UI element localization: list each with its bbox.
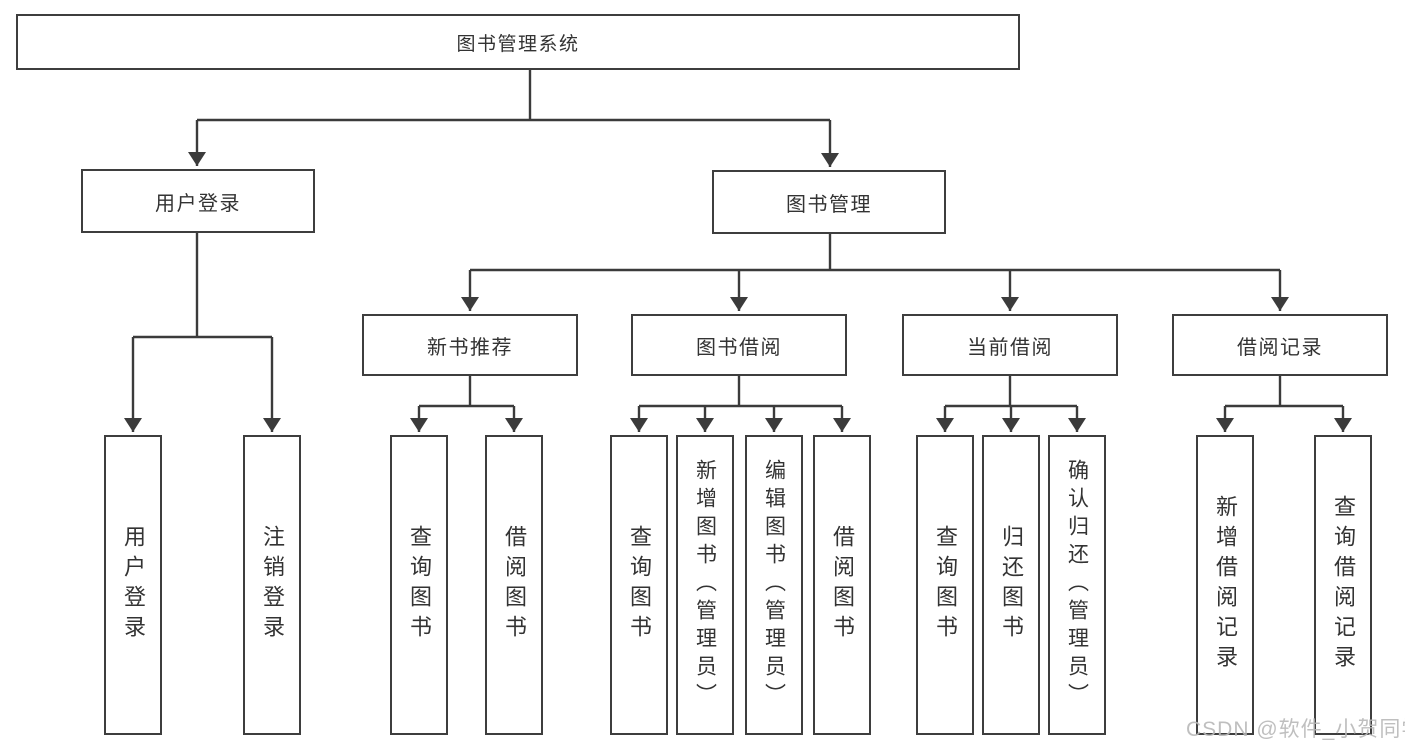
leaf-add-borrow-record: 新增借阅记录	[1196, 435, 1254, 735]
leaf-user-login: 用户登录	[104, 435, 162, 735]
leaf-label: 编辑图书（管理员）	[762, 459, 786, 711]
node-book-management: 图书管理	[712, 170, 946, 234]
leaf-query-books-3: 查询图书	[916, 435, 974, 735]
leaf-label: 归还图书	[999, 525, 1024, 645]
leaf-label: 查询图书	[933, 525, 958, 645]
leaf-query-books-2: 查询图书	[610, 435, 668, 735]
leaf-label: 查询图书	[627, 525, 652, 645]
leaf-query-books: 查询图书	[390, 435, 448, 735]
node-book-borrowing: 图书借阅	[631, 314, 847, 376]
leaf-edit-book-admin: 编辑图书（管理员）	[745, 435, 803, 735]
node-label: 新书推荐	[427, 336, 513, 359]
node-label: 借阅记录	[1237, 336, 1323, 359]
leaf-borrow-books: 借阅图书	[485, 435, 543, 735]
node-label: 图书管理系统	[456, 33, 580, 55]
leaf-label: 查询借阅记录	[1331, 495, 1356, 675]
node-borrowing-records: 借阅记录	[1172, 314, 1388, 376]
node-label: 用户登录	[155, 192, 241, 215]
csdn-watermark: CSDN @软件_小贺同学	[1186, 718, 1405, 741]
node-current-borrowing: 当前借阅	[902, 314, 1118, 376]
leaf-return-books: 归还图书	[982, 435, 1040, 735]
leaf-label: 查询图书	[407, 525, 432, 645]
node-label: 图书借阅	[696, 336, 782, 359]
leaf-logout: 注销登录	[243, 435, 301, 735]
leaf-label: 借阅图书	[830, 525, 855, 645]
leaf-label: 借阅图书	[502, 525, 527, 645]
leaf-label: 注销登录	[260, 525, 285, 645]
leaf-confirm-return-admin: 确认归还（管理员）	[1048, 435, 1106, 735]
node-user-login: 用户登录	[81, 169, 315, 233]
leaf-label: 新增借阅记录	[1213, 495, 1238, 675]
node-label: 当前借阅	[967, 336, 1053, 359]
leaf-add-book-admin: 新增图书（管理员）	[676, 435, 734, 735]
leaf-label: 用户登录	[121, 525, 146, 645]
leaf-borrow-books-2: 借阅图书	[813, 435, 871, 735]
node-library-management-system: 图书管理系统	[16, 14, 1020, 70]
leaf-query-borrow-record: 查询借阅记录	[1314, 435, 1372, 735]
leaf-label: 新增图书（管理员）	[693, 459, 717, 711]
node-label: 图书管理	[786, 193, 872, 216]
node-new-book-recommendation: 新书推荐	[362, 314, 578, 376]
leaf-label: 确认归还（管理员）	[1065, 459, 1089, 711]
